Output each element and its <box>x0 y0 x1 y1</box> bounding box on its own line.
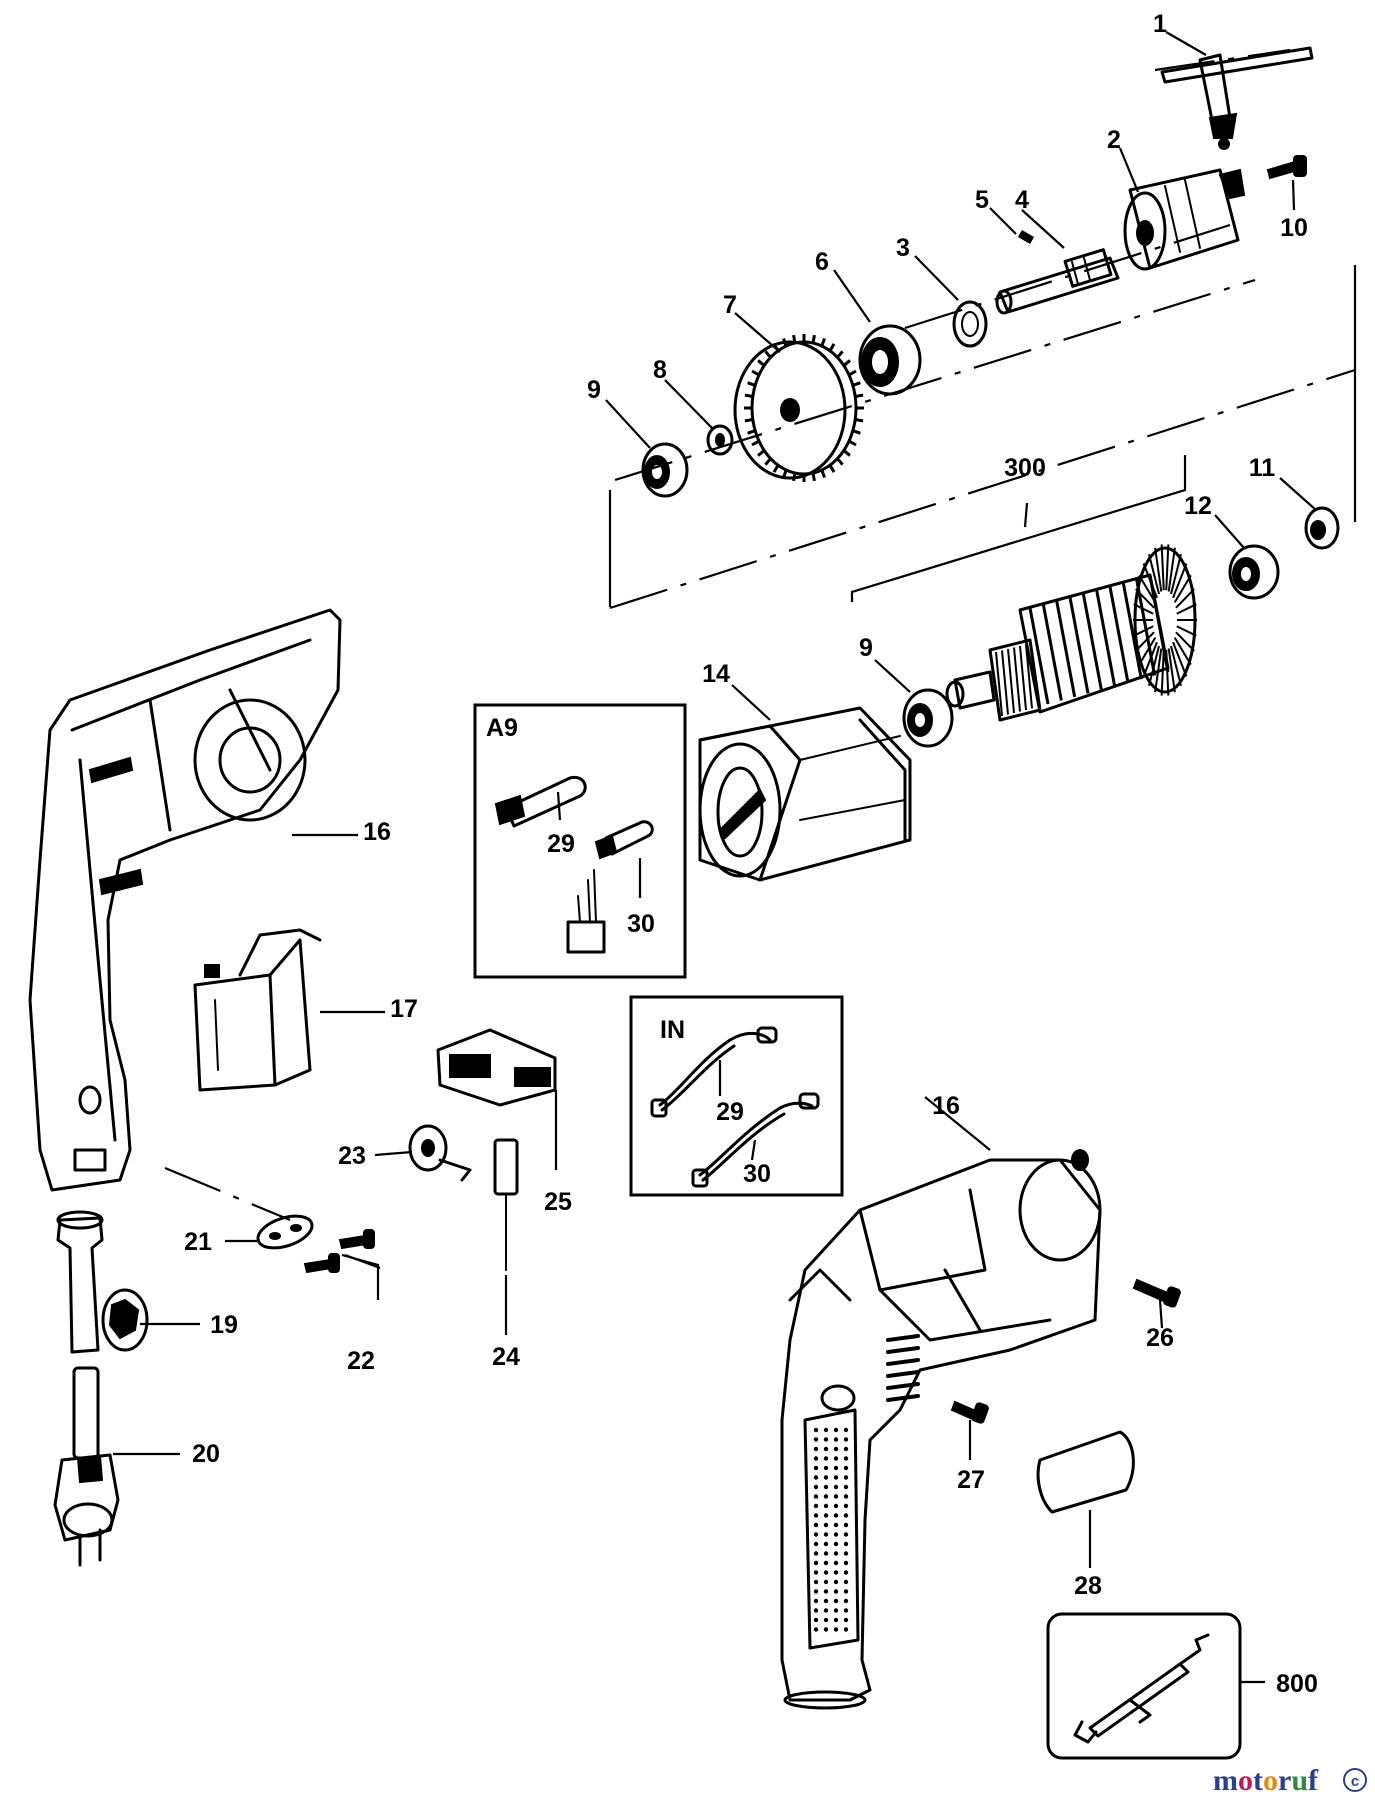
brush-with-lead <box>493 1138 519 1271</box>
label-part-21: 21 <box>184 1228 212 1256</box>
grease-applicator <box>1046 1612 1242 1760</box>
label-part-25: 25 <box>544 1188 572 1216</box>
label-part-16-left: 16 <box>363 818 391 846</box>
chuck-key <box>1160 46 1314 150</box>
spindle-key <box>1017 230 1035 244</box>
switch <box>193 928 322 1092</box>
brush-spring <box>408 1124 472 1182</box>
label-part-2: 2 <box>1107 126 1121 154</box>
label-part-8: 8 <box>653 356 667 384</box>
inset-labels: A9 29 30 IN 29 30 <box>486 714 771 1188</box>
label-part-24: 24 <box>492 1343 520 1371</box>
gear <box>733 334 864 482</box>
label-part-20: 20 <box>192 1440 220 1468</box>
inset-a9-title: A9 <box>486 714 518 742</box>
label-part-9-lower: 9 <box>859 634 873 662</box>
label-part-10: 10 <box>1280 214 1308 242</box>
bearing-small <box>1304 506 1340 550</box>
cord-protector <box>56 1210 149 1354</box>
cord-clamp <box>256 1214 314 1250</box>
label-part-17: 17 <box>390 995 418 1023</box>
label-part-22: 22 <box>347 1347 375 1375</box>
inset-a9-label-30: 30 <box>627 910 655 938</box>
chuck-screw <box>1266 155 1307 180</box>
inset-in-label-29: 29 <box>716 1098 744 1126</box>
field-stator <box>698 706 912 882</box>
chuck <box>1123 168 1246 271</box>
label-part-4: 4 <box>1015 186 1029 214</box>
bearing-rear-lower <box>902 688 954 748</box>
label-part-12: 12 <box>1184 492 1212 520</box>
label-part-28: 28 <box>1074 1572 1102 1600</box>
spindle <box>995 248 1120 315</box>
label-part-800: 800 <box>1276 1670 1318 1698</box>
label-part-23: 23 <box>338 1142 366 1170</box>
label-part-1: 1 <box>1153 10 1167 38</box>
inset-in <box>629 995 844 1197</box>
watermark-mark: c <box>1351 1773 1359 1790</box>
brush-holder <box>436 1028 557 1107</box>
clamp-screws <box>303 1229 375 1274</box>
watermark-copyright-icon <box>1343 1768 1367 1792</box>
housing-screw-26 <box>1132 1278 1181 1308</box>
nameplate <box>1036 1430 1135 1514</box>
label-part-6: 6 <box>815 248 829 276</box>
part-labels: 1 2 10 4 5 3 6 7 8 9 300 11 12 9 14 16 1… <box>184 10 1318 1698</box>
cord-plug <box>53 1366 120 1567</box>
armature <box>945 544 1197 722</box>
label-part-300: 300 <box>1004 454 1046 482</box>
label-part-19: 19 <box>210 1311 238 1339</box>
housing-half-left <box>28 608 342 1192</box>
housing-screw-27 <box>950 1400 989 1424</box>
assembly-center-lines <box>164 48 1356 1270</box>
inset-a9-label-29: 29 <box>547 830 575 858</box>
label-part-5: 5 <box>975 186 989 214</box>
inset-in-title: IN <box>660 1016 685 1044</box>
retaining-ring <box>706 424 734 456</box>
housing-assembled <box>780 1149 1102 1710</box>
label-part-16-right: 16 <box>932 1092 960 1120</box>
label-part-3: 3 <box>896 234 910 262</box>
leader-lines <box>113 31 1317 1684</box>
watermark-text: motoruf <box>1213 1764 1319 1797</box>
label-part-11: 11 <box>1249 454 1276 482</box>
washer <box>952 300 988 348</box>
brackets <box>341 265 1357 1300</box>
label-part-14: 14 <box>702 660 730 688</box>
inset-in-label-30: 30 <box>743 1160 771 1188</box>
watermark: motoruf c <box>1213 1764 1367 1797</box>
bearing-armature <box>1228 544 1280 600</box>
label-part-7: 7 <box>723 291 737 319</box>
bearing-front <box>858 324 922 396</box>
label-part-27: 27 <box>957 1466 985 1494</box>
label-part-26: 26 <box>1146 1324 1174 1352</box>
inset-a9 <box>473 703 687 979</box>
label-part-9-upper: 9 <box>587 376 601 404</box>
